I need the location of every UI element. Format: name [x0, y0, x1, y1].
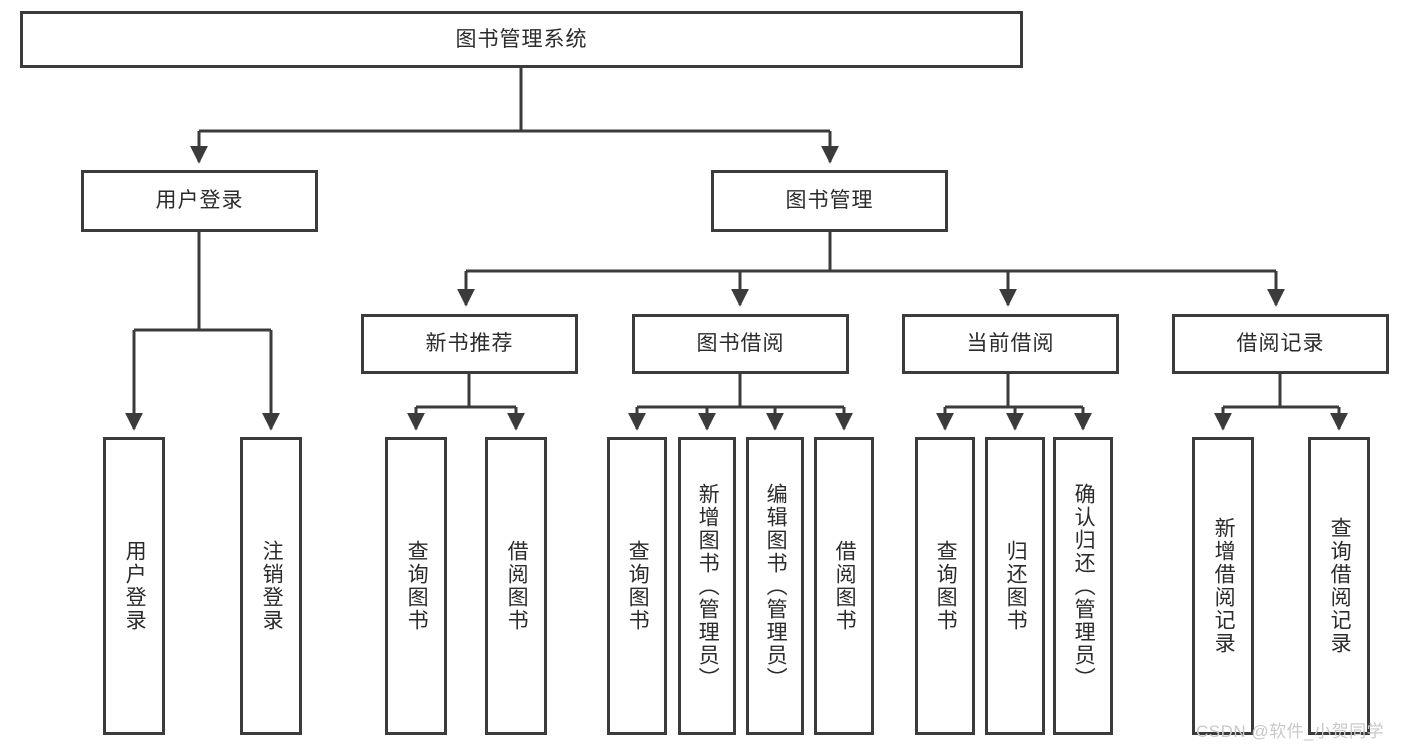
- node-root-label: 图书管理系统: [455, 27, 588, 51]
- node-current-borrow-label: 当前借阅: [966, 332, 1055, 356]
- node-leaf-return-book[interactable]: 归还图书: [985, 437, 1045, 735]
- node-leaf-query-book-3-label: 查询图书: [934, 540, 958, 632]
- node-leaf-add-book-label: 新增图书（管理员）: [696, 482, 720, 690]
- node-user-login[interactable]: 用户登录: [81, 170, 318, 232]
- node-leaf-borrow-book-1[interactable]: 借阅图书: [485, 437, 547, 735]
- node-leaf-confirm-return-label: 确认归还（管理员）: [1072, 482, 1096, 690]
- node-book-manage-label: 图书管理: [785, 189, 874, 213]
- node-leaf-query-record[interactable]: 查询借阅记录: [1308, 437, 1370, 735]
- node-leaf-add-book[interactable]: 新增图书（管理员）: [678, 437, 736, 735]
- node-leaf-return-book-label: 归还图书: [1004, 540, 1028, 632]
- node-leaf-query-book-3[interactable]: 查询图书: [915, 437, 975, 735]
- node-leaf-query-record-label: 查询借阅记录: [1328, 517, 1352, 655]
- node-leaf-user-login[interactable]: 用户登录: [103, 437, 165, 735]
- watermark-text: CSDN @软件_小贺同学: [1196, 722, 1385, 741]
- node-new-book-recommend-label: 新书推荐: [425, 332, 514, 356]
- node-book-borrow-label: 图书借阅: [696, 332, 785, 356]
- node-leaf-user-login-label: 用户登录: [123, 540, 147, 632]
- node-leaf-query-book-2[interactable]: 查询图书: [607, 437, 667, 735]
- node-user-login-label: 用户登录: [155, 189, 244, 213]
- node-leaf-query-book-2-label: 查询图书: [626, 540, 650, 632]
- node-leaf-confirm-return[interactable]: 确认归还（管理员）: [1053, 437, 1113, 735]
- node-leaf-logout-label: 注销登录: [260, 540, 284, 632]
- node-leaf-add-record[interactable]: 新增借阅记录: [1192, 437, 1254, 735]
- node-leaf-edit-book[interactable]: 编辑图书（管理员）: [746, 437, 804, 735]
- node-leaf-query-book-1-label: 查询图书: [405, 540, 429, 632]
- node-leaf-borrow-book-2[interactable]: 借阅图书: [814, 437, 874, 735]
- node-book-manage[interactable]: 图书管理: [711, 170, 948, 232]
- node-current-borrow[interactable]: 当前借阅: [902, 314, 1119, 374]
- node-root[interactable]: 图书管理系统: [20, 11, 1023, 68]
- node-borrow-record[interactable]: 借阅记录: [1172, 314, 1389, 374]
- node-leaf-logout[interactable]: 注销登录: [240, 437, 302, 735]
- node-leaf-edit-book-label: 编辑图书（管理员）: [764, 482, 788, 690]
- node-new-book-recommend[interactable]: 新书推荐: [361, 314, 578, 374]
- node-book-borrow[interactable]: 图书借阅: [632, 314, 849, 374]
- node-leaf-borrow-book-1-label: 借阅图书: [505, 540, 529, 632]
- node-leaf-borrow-book-2-label: 借阅图书: [833, 540, 857, 632]
- node-leaf-add-record-label: 新增借阅记录: [1212, 517, 1236, 655]
- node-leaf-query-book-1[interactable]: 查询图书: [385, 437, 447, 735]
- node-borrow-record-label: 借阅记录: [1236, 332, 1325, 356]
